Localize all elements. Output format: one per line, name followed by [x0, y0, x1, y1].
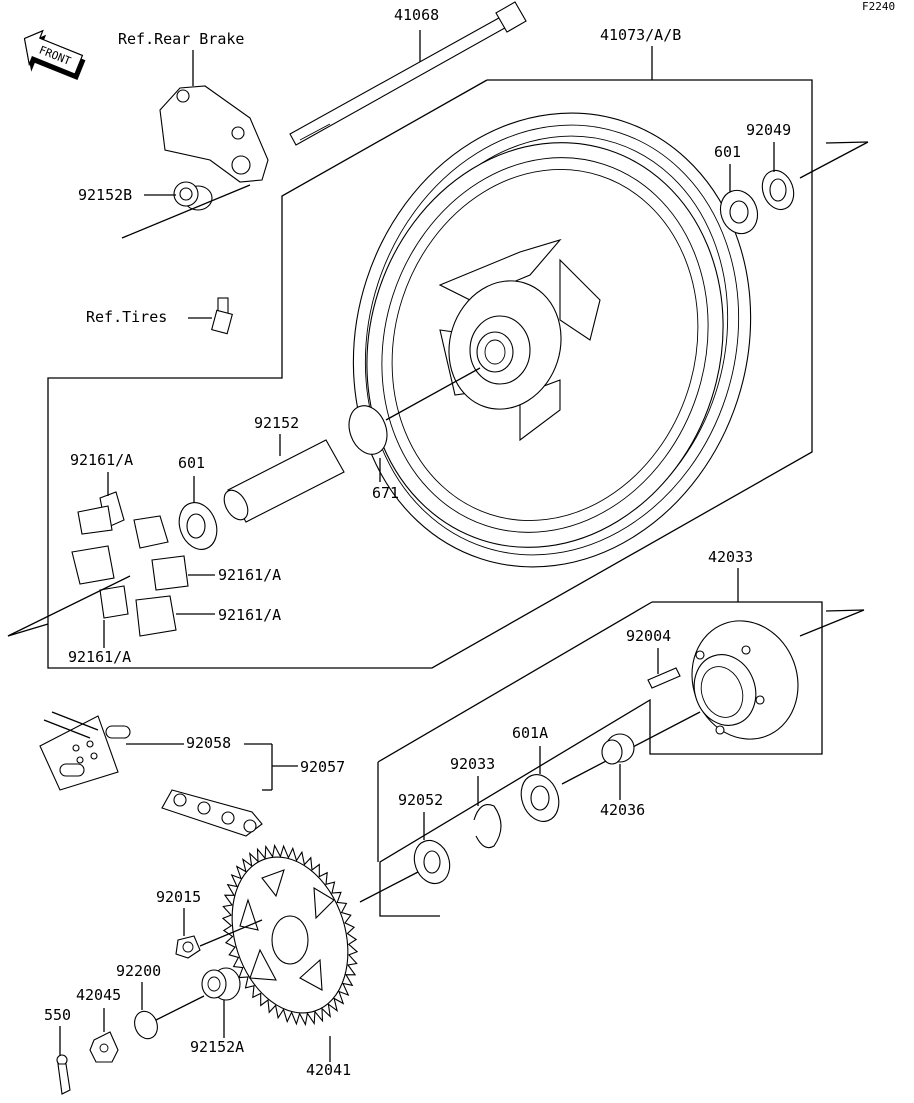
collar-92152A	[201, 967, 241, 1001]
o-ring-671	[348, 405, 388, 455]
label-92152A: 92152A	[190, 1038, 244, 1056]
collar-92152B	[173, 181, 213, 211]
washer-92200	[134, 1010, 158, 1040]
axle-41068	[289, 1, 527, 146]
tire-valve	[211, 297, 233, 335]
label-92200: 92200	[116, 962, 161, 980]
seal-92049	[761, 169, 795, 211]
label-550: 550	[44, 1006, 71, 1024]
label-92152B: 92152B	[78, 186, 132, 204]
label-601A: 601A	[512, 724, 548, 742]
chain-92057	[161, 789, 263, 837]
label-41073: 41073/A/B	[600, 26, 681, 44]
circlip-92033	[473, 804, 502, 849]
label-92161-a2: 92161/A	[218, 566, 281, 584]
sprocket-42041	[221, 843, 359, 1027]
label-92161-a1: 92161/A	[70, 451, 133, 469]
chain-joint-92058	[39, 711, 131, 791]
castle-nut-42045	[89, 1031, 119, 1063]
bearing-601-left	[178, 502, 218, 550]
label-92052: 92052	[398, 791, 443, 809]
damper-rubbers	[71, 491, 189, 637]
label-92015: 92015	[156, 888, 201, 906]
label-92058: 92058	[186, 734, 231, 752]
rear-wheel	[352, 112, 752, 568]
label-601-top: 601	[714, 143, 741, 161]
bearing-601A	[520, 774, 560, 822]
label-42033: 42033	[708, 548, 753, 566]
label-92161-a4: 92161/A	[68, 648, 131, 666]
label-ref-tires: Ref.Tires	[86, 308, 167, 326]
spacer-92152	[223, 439, 345, 523]
label-42041: 42041	[306, 1061, 351, 1079]
front-arrow-icon: FRONT	[23, 29, 86, 81]
label-92004: 92004	[626, 627, 671, 645]
diagram-id: F2240	[862, 0, 895, 13]
seal-92052	[413, 839, 451, 885]
label-92033: 92033	[450, 755, 495, 773]
cotter-pin-550	[56, 1054, 71, 1095]
label-42045: 42045	[76, 986, 121, 1004]
label-92057: 92057	[300, 758, 345, 776]
brake-bracket	[159, 85, 269, 183]
bearing-601-top	[719, 189, 759, 235]
label-ref-rear-brake: Ref.Rear Brake	[118, 30, 244, 48]
label-41068: 41068	[394, 6, 439, 24]
label-42036: 42036	[600, 801, 645, 819]
label-601-left: 601	[178, 454, 205, 472]
label-92049: 92049	[746, 121, 791, 139]
label-92152: 92152	[254, 414, 299, 432]
label-92161-a3: 92161/A	[218, 606, 281, 624]
stud-92004	[647, 667, 681, 689]
wheel-group-frame	[47, 79, 813, 669]
nut-92015	[175, 935, 201, 959]
collar-42036	[601, 733, 635, 765]
label-671: 671	[372, 484, 399, 502]
sprocket-hub-42033	[691, 620, 799, 740]
